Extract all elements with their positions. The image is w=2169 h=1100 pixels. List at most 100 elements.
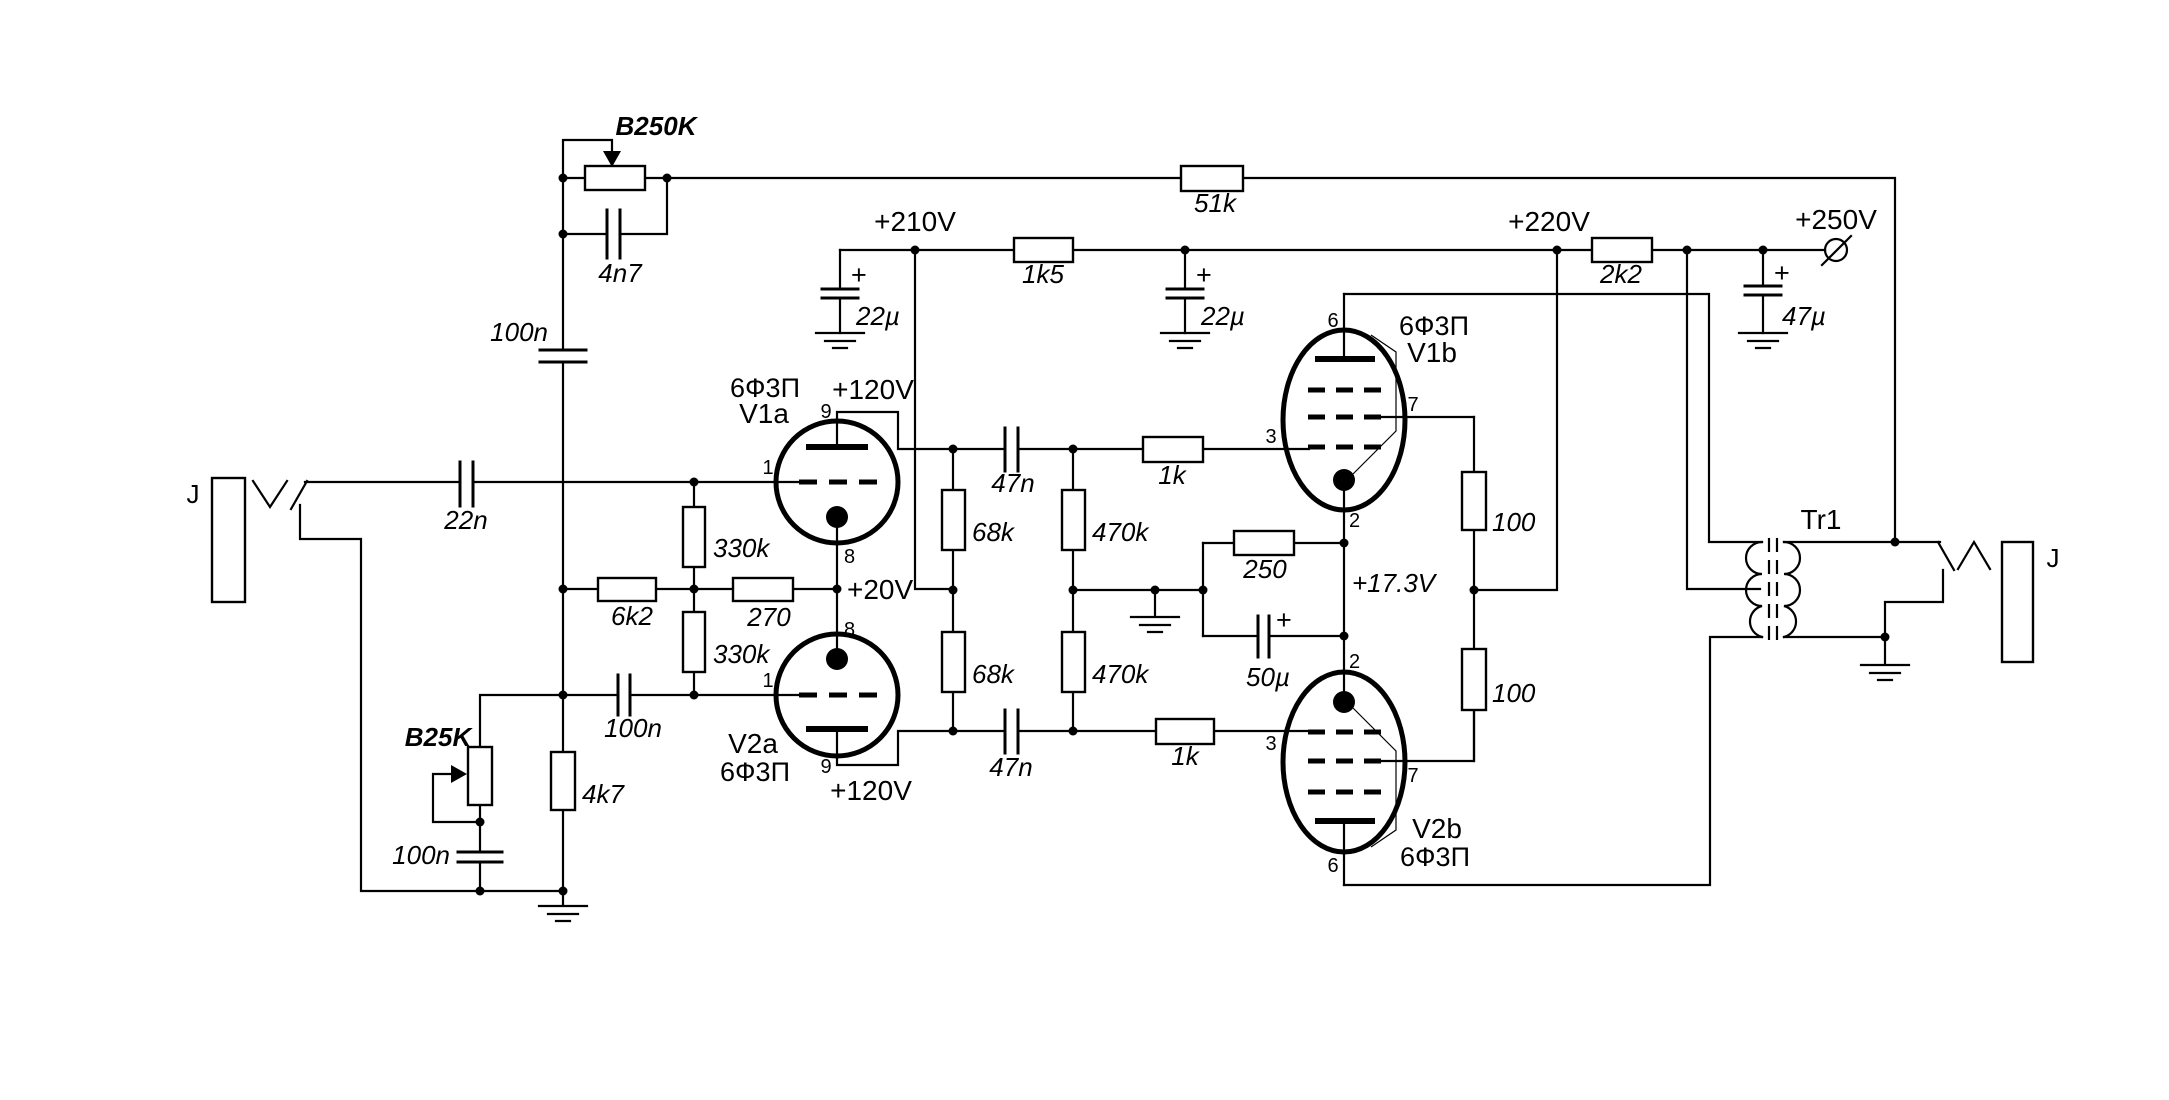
junction-dot <box>689 690 699 700</box>
tube-v2b-cathode <box>1333 691 1355 713</box>
jack-right-tip-contact <box>1936 540 1956 572</box>
cap-4n7-leads <box>561 176 669 236</box>
resistor-2k2: 2k2 <box>1590 236 1654 289</box>
capacitor-22u-left: + 22µ <box>820 248 900 335</box>
cap-100n-top-value: 100n <box>490 317 548 347</box>
resistor-250-body <box>1232 529 1296 557</box>
resistor-470k-top-body <box>1060 488 1087 552</box>
tube-v1b-beam-plate <box>1352 334 1397 475</box>
ground-output <box>1859 635 1911 682</box>
cap-47n-bottom-plates <box>1003 708 1020 755</box>
resistor-1k-top-value: 1k <box>1158 460 1187 490</box>
capacitor-100n-top: 100n <box>490 317 588 364</box>
capacitor-100n-bottom: 100n <box>392 840 504 893</box>
resistor-330k-bottom-body <box>681 610 707 674</box>
wire-center-tap <box>1685 248 1762 591</box>
cap-22u-left-value: 22µ <box>855 301 900 331</box>
resistor-68k-bottom-value: 68k <box>972 659 1016 689</box>
resistor-6k2: 6k2 <box>561 576 696 631</box>
transformer-tr1: Tr1 <box>1744 504 1842 641</box>
wire-screen-feed <box>1472 248 1559 592</box>
resistor-100-top: 100 <box>1460 415 1536 592</box>
cap-100n-mid-plates <box>616 673 632 717</box>
cap-100n-bottom-plates <box>456 850 504 864</box>
voltage-120v-top: +120V <box>832 374 914 405</box>
tube-v1a-type: 6Ф3П <box>730 373 800 403</box>
resistor-1k-bottom: 1k <box>1154 717 1216 771</box>
tube-v2a-pin-plate: 9 <box>820 756 831 778</box>
supply-terminal-slash <box>1820 234 1853 267</box>
jack-left: J <box>187 476 309 604</box>
junction-dot <box>948 585 958 595</box>
wire-top-rail <box>665 176 1897 544</box>
transformer-core <box>1767 538 1779 641</box>
cap-4n7-value: 4n7 <box>598 258 643 288</box>
tube-v2a-pin-grid: 1 <box>762 670 773 692</box>
cap-22u-left-plates <box>820 287 860 300</box>
tube-v1b-pin-plate: 6 <box>1327 310 1338 332</box>
tube-v1b-pin-cathode: 2 <box>1349 510 1360 532</box>
tube-v2b-type: 6Ф3П <box>1400 842 1470 872</box>
tube-v2b: 2 3 7 6 V2b 6Ф3П <box>1265 651 1476 887</box>
wire-output-ring <box>1883 568 1945 639</box>
capacitor-47n-top: 47n <box>991 426 1035 498</box>
jack-left-body <box>210 476 247 604</box>
wire-mid-ground-row <box>1071 541 1205 638</box>
potentiometer-b25k: B25K <box>405 693 565 854</box>
tube-v1a-cathode <box>826 506 848 528</box>
pot-b250k-wiper <box>561 138 614 180</box>
resistor-330k-top-value: 330k <box>713 533 771 563</box>
junction-dot <box>689 584 699 594</box>
junction-dot <box>1890 537 1900 547</box>
potentiometer-b250k: B250K <box>561 111 699 192</box>
jack-right-ring-contact <box>1956 539 1992 571</box>
wire-input-sleeve-ground <box>298 503 565 893</box>
wires <box>298 176 1945 893</box>
resistor-1k-bottom-body <box>1154 717 1216 746</box>
pot-b25k-label: B25K <box>405 722 474 752</box>
transformer-primary-winding <box>1744 540 1764 639</box>
junction-dot <box>1758 245 1768 255</box>
resistor-4k7-value: 4k7 <box>582 779 625 809</box>
resistor-68k-top-value: 68k <box>972 517 1016 547</box>
resistor-330k-top-body <box>681 505 707 569</box>
tube-v1a: 6Ф3П V1a 9 1 8 <box>730 373 901 568</box>
cap-47n-bottom-value: 47n <box>989 752 1032 782</box>
resistor-100-top-value: 100 <box>1492 507 1536 537</box>
cap-47u-value: 47µ <box>1782 301 1826 331</box>
voltage-250v: +250V <box>1795 204 1877 235</box>
supply-terminal-circle <box>1823 237 1849 263</box>
tube-v1a-pin-grid: 1 <box>762 457 773 479</box>
tube-v2b-pin-plate: 6 <box>1327 855 1338 877</box>
resistor-470k-top-value: 470k <box>1092 517 1150 547</box>
tube-v1b-pin-grid: 3 <box>1265 426 1276 448</box>
tube-v1a-pin-cathode: 8 <box>844 546 855 568</box>
cap-50u-polarity: + <box>1276 605 1292 635</box>
cap-22u-right-value: 22µ <box>1200 301 1245 331</box>
resistor-270-body <box>731 576 795 603</box>
resistor-6k2-value: 6k2 <box>611 601 653 631</box>
junction-dot <box>1068 444 1078 454</box>
wire-v1a-anode <box>835 410 955 451</box>
resistor-51k: 51k <box>1179 164 1245 218</box>
cap-47u-plates <box>1743 284 1783 297</box>
junction-dot <box>1682 245 1692 255</box>
resistor-2k2-value: 2k2 <box>1599 259 1642 289</box>
tube-v1a-pin-plate: 9 <box>820 401 831 423</box>
junction-dot <box>910 245 920 255</box>
junction-dot <box>1339 538 1349 548</box>
transformer-label: Tr1 <box>1801 504 1842 535</box>
jack-right-body <box>2000 540 2035 664</box>
wire-v1b-plate <box>1342 292 1764 544</box>
resistor-68k-top-body <box>940 488 967 552</box>
cap-100n-mid-value: 100n <box>604 713 662 743</box>
voltage-220v: +220V <box>1508 206 1590 237</box>
junction-dot <box>558 173 568 183</box>
junction-dot <box>832 584 842 594</box>
cap-100n-top-plates <box>538 348 588 364</box>
resistor-100-bottom: 100 <box>1460 588 1536 763</box>
junction-dot <box>1339 631 1349 641</box>
junction-dot <box>558 229 568 239</box>
resistor-51k-body <box>1179 164 1245 193</box>
